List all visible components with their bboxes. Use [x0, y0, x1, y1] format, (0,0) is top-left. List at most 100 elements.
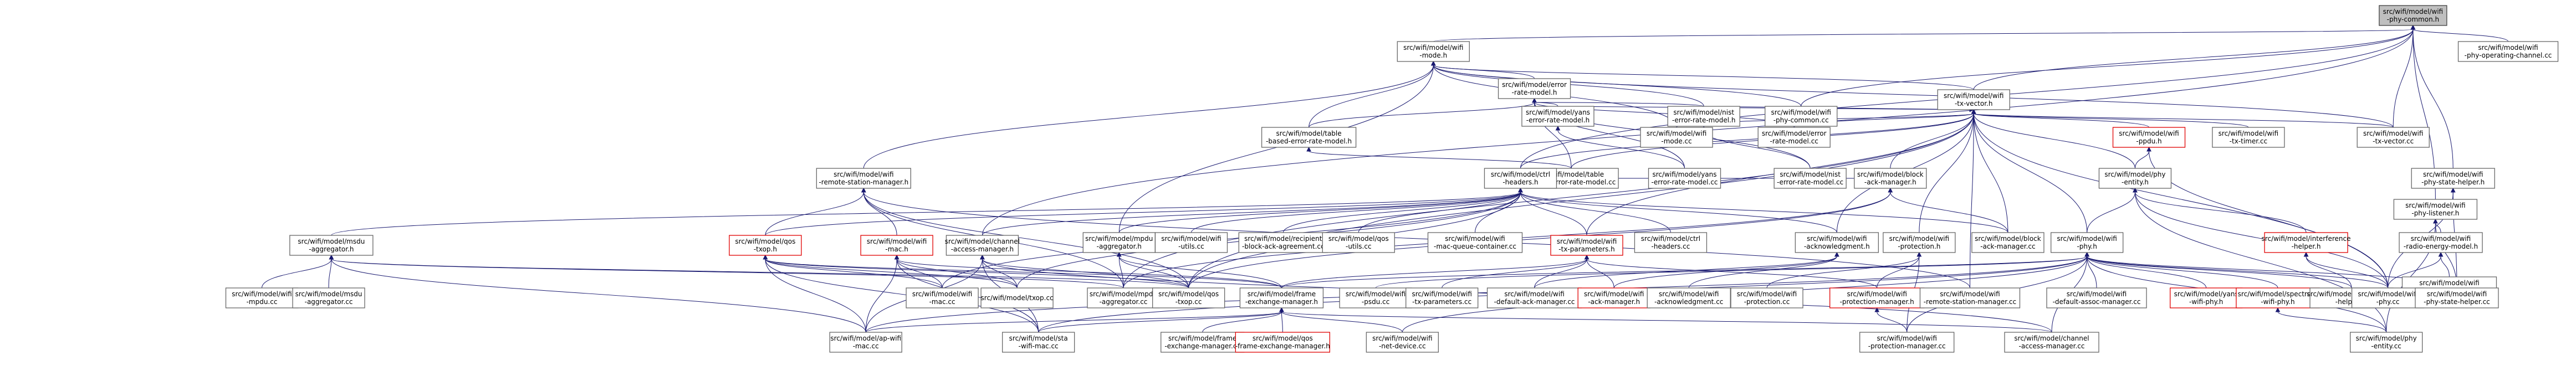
graph-node[interactable]: src/wifi/model/channel-access-manager.cc	[2004, 332, 2099, 353]
node-box[interactable]	[1883, 232, 1956, 253]
graph-node[interactable]: src/wifi/model/wifi-protection-manager.h	[1829, 287, 1925, 308]
graph-node[interactable]: src/wifi/model/wifi-protection.cc	[1730, 287, 1803, 308]
node-box[interactable]	[1484, 168, 1557, 189]
graph-node[interactable]: src/wifi/model/yans-error-rate-model.cc	[1648, 168, 1721, 189]
graph-node[interactable]: src/wifi/model/wifi-default-ack-manager.…	[1486, 287, 1582, 308]
graph-node[interactable]: src/wifi/model/phy-entity.cc	[2350, 332, 2423, 353]
graph-node[interactable]: src/wifi/model/wifi-default-assoc-manage…	[2046, 287, 2147, 308]
node-box[interactable]	[292, 287, 365, 308]
node-box[interactable]	[829, 332, 902, 353]
graph-node[interactable]: src/wifi/model/txop.cc	[980, 287, 1054, 308]
node-box[interactable]	[1154, 232, 1228, 253]
node-box[interactable]	[2351, 287, 2425, 308]
graph-node[interactable]: src/wifi/model/channel-access-manager.h	[945, 235, 1020, 256]
graph-node[interactable]: src/wifi/model/wifi-tx-vector.h	[1937, 89, 2010, 110]
graph-node[interactable]: src/wifi/model/ctrl-headers.h	[1484, 168, 1557, 189]
node-box[interactable]	[1730, 287, 1803, 308]
node-box[interactable]	[2350, 332, 2423, 353]
node-box[interactable]	[1971, 232, 2045, 253]
graph-node[interactable]: src/wifi/model/interference-helper.h	[2262, 232, 2351, 253]
graph-node[interactable]: src/wifi/model/wifi-radio-energy-model.h	[2399, 232, 2483, 253]
graph-node[interactable]: src/wifi/model/wifi-tx-parameters.cc	[1405, 287, 1479, 308]
node-box[interactable]	[2393, 199, 2478, 220]
graph-node[interactable]: src/wifi/model/qos-txop.h	[729, 235, 802, 256]
node-box[interactable]	[225, 287, 299, 308]
node-box[interactable]	[1397, 41, 1470, 62]
node-box[interactable]	[2457, 41, 2559, 62]
graph-node[interactable]: src/wifi/model/wifi-phy.cc	[2351, 287, 2425, 308]
node-box[interactable]	[2264, 232, 2348, 253]
graph-node[interactable]: src/wifi/model/error-rate-model.cc	[1757, 127, 1831, 148]
node-box[interactable]	[2112, 127, 2186, 148]
graph-node[interactable]: src/wifi/model/wifi-phy-listener.h	[2393, 199, 2478, 220]
node-box[interactable]	[2046, 287, 2147, 308]
graph-node[interactable]: src/wifi/model/block-ack-manager.cc	[1971, 232, 2045, 253]
node-box[interactable]	[1261, 127, 1357, 148]
graph-node[interactable]: src/wifi/model/spectrum-wifi-phy.h	[2236, 287, 2320, 308]
node-box[interactable]	[906, 287, 979, 308]
node-box[interactable]	[1577, 287, 1650, 308]
graph-node[interactable]: src/wifi/model/qos-frame-exchange-manage…	[1235, 332, 1331, 353]
graph-node[interactable]: src/wifi/model/block-ack-manager.h	[1854, 168, 1927, 189]
graph-node[interactable]: src/wifi/model/wifi-ppdu.h	[2112, 127, 2186, 148]
node-box[interactable]	[2212, 127, 2285, 148]
graph-node[interactable]: src/wifi/model/ap-wifi-mac.cc	[829, 332, 902, 353]
node-box[interactable]	[2357, 127, 2430, 148]
graph-node[interactable]: src/wifi/model/table-based-error-rate-mo…	[1261, 127, 1357, 148]
graph-node[interactable]: src/wifi/model/frame-exchange-manager.h	[1239, 287, 1324, 308]
node-box[interactable]	[945, 235, 1019, 256]
node-box[interactable]	[1795, 232, 1879, 253]
graph-node[interactable]: src/wifi/model/wifi-remote-station-manag…	[816, 168, 911, 189]
graph-node[interactable]: src/wifi/model/error-rate-model.h	[1497, 78, 1571, 99]
node-box[interactable]	[1773, 168, 1847, 189]
graph-node[interactable]: src/wifi/model/phy-entity.h	[2098, 168, 2172, 189]
graph-node[interactable]: src/wifi/model/wifi-acknowledgment.h	[1795, 232, 1879, 253]
graph-node[interactable]: src/wifi/model/wifi-utils.cc	[1154, 232, 1228, 253]
graph-node[interactable]: src/wifi/model/ctrl-headers.cc	[1634, 232, 1708, 253]
graph-node[interactable]: src/wifi/model/qos-utils.cc	[1322, 232, 1395, 253]
graph-node[interactable]: src/wifi/model/wifi-net-device.cc	[1366, 332, 1439, 353]
graph-node[interactable]: src/wifi/model/msdu-aggregator.h	[289, 235, 374, 256]
node-box[interactable]	[1640, 127, 1713, 148]
node-box[interactable]	[1765, 106, 1838, 127]
node-box[interactable]	[1757, 127, 1831, 148]
node-box[interactable]	[1405, 287, 1479, 308]
graph-node[interactable]: src/wifi/model/wifi-mac.h	[860, 235, 933, 256]
node-box[interactable]	[1486, 287, 1582, 308]
graph-node[interactable]: src/wifi/model/wifi-phy.h	[2051, 232, 2124, 253]
node-box[interactable]	[1550, 235, 1623, 256]
graph-node[interactable]: src/wifi/model/yans-error-rate-model.h	[1521, 106, 1594, 127]
graph-node[interactable]: src/wifi/model/wifi-ack-manager.h	[1577, 287, 1650, 308]
node-box[interactable]	[1667, 106, 1740, 127]
graph-node[interactable]: src/wifi/model/wifi-mac-queue-container.…	[1427, 232, 1523, 253]
node-box[interactable]	[1087, 287, 1160, 308]
graph-node[interactable]: src/wifi/model/msdu-aggregator.cc	[292, 287, 365, 308]
graph-node[interactable]: src/wifi/model/recipient-block-ack-agree…	[1238, 232, 1328, 253]
graph-node[interactable]: src/wifi/model/wifi-phy-operating-channe…	[2457, 41, 2559, 62]
node-box[interactable]	[816, 168, 911, 189]
node-box[interactable]	[2415, 287, 2499, 308]
node-box[interactable]	[1859, 332, 1955, 353]
node-box[interactable]	[2098, 168, 2172, 189]
graph-node[interactable]: src/wifi/model/qos-txop.cc	[1152, 287, 1225, 308]
graph-node[interactable]: src/wifi/model/wifi-protection-manager.c…	[1859, 332, 1955, 353]
node-box[interactable]	[1152, 287, 1225, 308]
graph-node[interactable]: src/wifi/model/wifi-phy-state-helper.cc	[2415, 287, 2499, 308]
graph-node[interactable]: src/wifi/model/wifi-phy-common.h	[2379, 5, 2447, 26]
node-box[interactable]	[1521, 106, 1594, 127]
graph-node[interactable]: src/wifi/model/wifi-psdu.cc	[1339, 287, 1412, 308]
node-box[interactable]	[2379, 5, 2447, 26]
node-box[interactable]	[860, 235, 933, 256]
node-box[interactable]	[1161, 332, 1245, 353]
graph-node[interactable]: src/wifi/model/wifi-mac.cc	[906, 287, 979, 308]
graph-node[interactable]: src/wifi/model/nist-error-rate-model.h	[1667, 106, 1740, 127]
node-box[interactable]	[980, 287, 1054, 308]
graph-node[interactable]: src/wifi/model/mpdu-aggregator.cc	[1087, 287, 1160, 308]
node-box[interactable]	[2004, 332, 2099, 353]
graph-node[interactable]: src/wifi/model/wifi-mpdu.cc	[225, 287, 299, 308]
graph-node[interactable]: src/wifi/model/wifi-protection.h	[1883, 232, 1956, 253]
node-box[interactable]	[1648, 168, 1721, 189]
node-box[interactable]	[1634, 232, 1708, 253]
node-box[interactable]	[1829, 287, 1925, 308]
node-box[interactable]	[2411, 168, 2495, 189]
